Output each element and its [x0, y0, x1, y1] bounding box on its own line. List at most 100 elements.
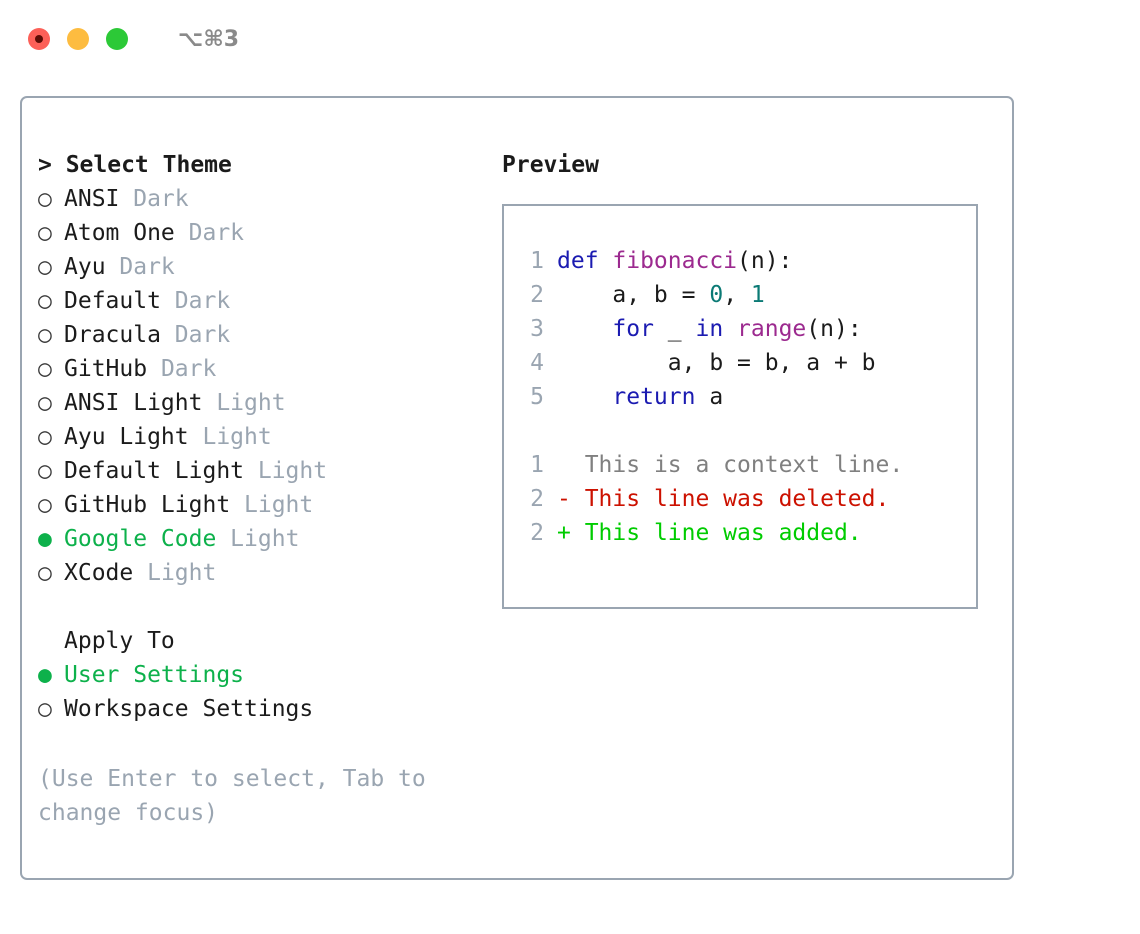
token-plain: [557, 316, 612, 342]
diff-line-ctx: 1 This is a context line.: [504, 448, 976, 482]
theme-option-ansi[interactable]: ○ ANSI Dark: [38, 182, 478, 216]
theme-variant-label: Light: [188, 424, 272, 450]
diff-text: This line was added.: [570, 520, 862, 546]
radio-unselected-icon: ○: [38, 424, 52, 450]
theme-options-list[interactable]: ○ANSI Dark○Atom One Dark○Ayu Dark○Defaul…: [38, 182, 478, 590]
preview-title: Preview: [502, 152, 599, 178]
select-theme-header: > Select Theme: [38, 152, 232, 178]
radio-unselected-icon: ○: [38, 322, 52, 348]
diff-sample: 1 This is a context line.2- This line wa…: [504, 448, 976, 550]
close-button[interactable]: [28, 28, 50, 50]
title-bar: ⌥⌘3: [0, 0, 1140, 78]
theme-variant-label: Light: [202, 390, 286, 416]
theme-variant-label: Light: [244, 458, 328, 484]
token-plain: a: [695, 384, 724, 410]
theme-option-github[interactable]: ○GitHub Dark: [38, 352, 478, 386]
theme-option-github-light[interactable]: ○ GitHub Light Light: [38, 488, 478, 522]
token-plain: a, b =: [557, 282, 710, 308]
apply-to-option-label: Workspace Settings: [64, 696, 314, 722]
token-kw: return: [612, 384, 696, 410]
token-plain: [557, 384, 612, 410]
theme-option-label: XCode: [64, 560, 134, 586]
code-line-content: return a: [557, 380, 723, 414]
theme-variant-label: Dark: [105, 254, 175, 280]
code-line: 2 a, b = 0, 1: [504, 278, 976, 312]
diff-line-add: 2 + This line was added.: [504, 516, 976, 550]
apply-to-option-workspace-settings[interactable]: ○Workspace Settings: [38, 692, 478, 726]
line-number: 4: [530, 350, 544, 376]
window-controls: [28, 28, 128, 50]
theme-option-label: GitHub: [64, 356, 148, 382]
theme-option-label: ANSI Light: [64, 390, 203, 416]
token-num: 0: [709, 282, 724, 308]
diff-line-del: 2- This line was deleted.: [504, 482, 976, 516]
theme-list-column: > Select Theme ○ANSI Dark○Atom One Dark○…: [38, 148, 478, 830]
theme-variant-label: Light: [230, 492, 314, 518]
theme-option-label: Atom One: [64, 220, 175, 246]
apply-to-header: Apply To: [64, 628, 175, 654]
theme-variant-label: Dark: [174, 220, 245, 246]
theme-option-label: Google Code: [64, 526, 217, 552]
theme-option-ayu-light[interactable]: ○ Ayu Light Light: [38, 420, 478, 454]
radio-unselected-icon: ○: [38, 492, 52, 518]
code-line: 3 for _ in range(n):: [504, 312, 976, 346]
theme-option-default-light[interactable]: ○Default Light Light: [38, 454, 478, 488]
apply-to-option-user-settings[interactable]: ● User Settings: [38, 658, 478, 692]
theme-option-xcode[interactable]: ○XCode Light: [38, 556, 478, 590]
token-plain: _: [653, 316, 696, 342]
theme-option-ayu[interactable]: ○Ayu Dark: [38, 250, 478, 284]
diff-marker: +: [557, 520, 571, 546]
token-kw: for: [612, 316, 654, 342]
minimize-button[interactable]: [67, 28, 89, 50]
theme-option-label: Default: [64, 288, 161, 314]
line-number: 2: [530, 282, 544, 308]
token-plain: (n):: [806, 316, 862, 342]
token-fn: fibonacci: [612, 248, 738, 274]
keyboard-shortcut-label: ⌥⌘3: [178, 26, 240, 52]
line-number: 2: [530, 520, 544, 546]
theme-option-atom-one[interactable]: ○ Atom One Dark: [38, 216, 478, 250]
code-line-content: a, b = b, a + b: [557, 346, 876, 380]
radio-unselected-icon: ○: [38, 220, 52, 246]
code-line-content: a, b = 0, 1: [557, 278, 764, 312]
theme-option-dracula[interactable]: ○Dracula Dark: [38, 318, 478, 352]
theme-option-google-code[interactable]: ● Google Code Light: [38, 522, 478, 556]
theme-variant-label: Dark: [160, 322, 231, 348]
diff-marker: -: [557, 486, 571, 512]
code-diff-spacer: [504, 414, 976, 448]
code-line-content: def fibonacci(n):: [557, 244, 792, 278]
theme-picker-dialog: > Select Theme ○ANSI Dark○Atom One Dark○…: [20, 96, 1014, 880]
theme-option-label: ANSI: [64, 186, 120, 212]
theme-option-default[interactable]: ○Default Dark: [38, 284, 478, 318]
theme-option-label: Ayu Light: [64, 424, 189, 450]
theme-option-label: GitHub Light: [64, 492, 231, 518]
maximize-button[interactable]: [106, 28, 128, 50]
token-plain: [723, 316, 737, 342]
apply-to-options-list[interactable]: ● User Settings ○Workspace Settings: [38, 658, 478, 726]
token-plain: a, b = b, a + b: [557, 350, 876, 376]
token-plain: (n):: [737, 248, 793, 274]
apply-to-section: Apply To ● User Settings ○Workspace Settin…: [38, 624, 478, 726]
line-number: 5: [530, 384, 544, 410]
code-line: 4 a, b = b, a + b: [504, 346, 976, 380]
theme-variant-label: Dark: [119, 186, 189, 212]
line-number: 1: [530, 452, 544, 478]
radio-unselected-icon: ○: [38, 288, 52, 314]
radio-selected-icon: ●: [38, 526, 52, 552]
token-kw: def: [557, 248, 613, 274]
theme-variant-label: Light: [216, 526, 300, 552]
radio-unselected-icon: ○: [38, 458, 52, 484]
diff-line-content: - This line was deleted.: [557, 482, 889, 516]
diff-line-content: + This line was added.: [557, 516, 862, 550]
radio-selected-icon: ●: [38, 662, 52, 688]
token-plain: ,: [723, 282, 751, 308]
radio-unselected-icon: ○: [38, 356, 52, 382]
apply-to-option-label: User Settings: [64, 662, 245, 688]
diff-marker: [557, 452, 571, 478]
theme-option-ansi-light[interactable]: ○ANSI Light Light: [38, 386, 478, 420]
radio-unselected-icon: ○: [38, 186, 52, 212]
